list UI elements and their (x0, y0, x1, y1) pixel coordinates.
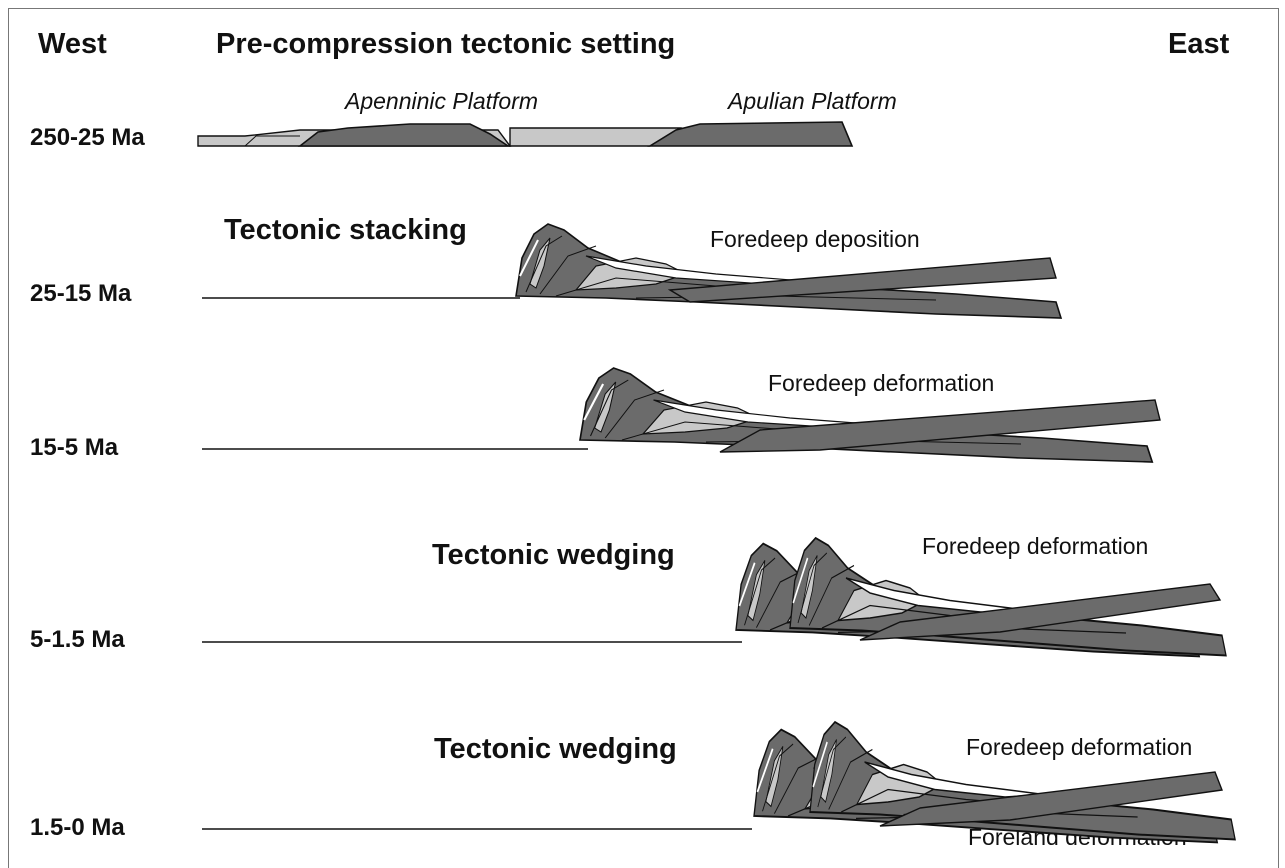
platform-section (198, 122, 852, 146)
